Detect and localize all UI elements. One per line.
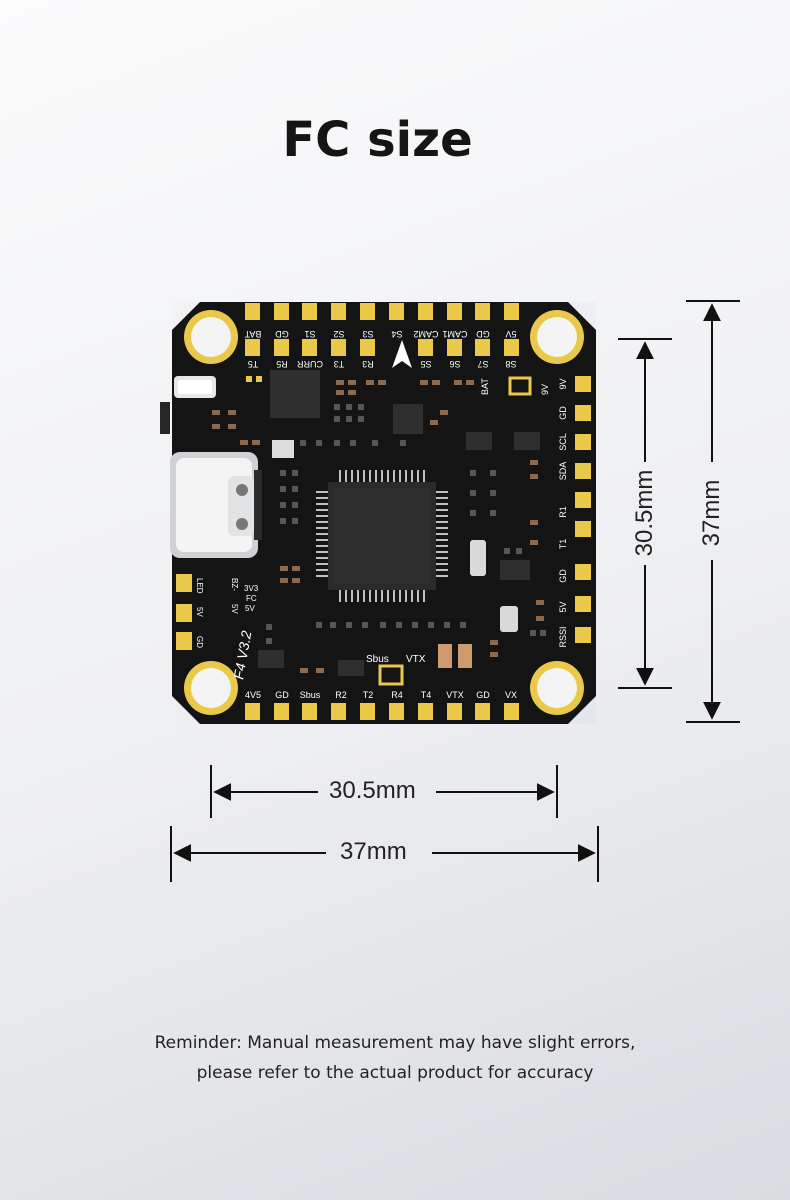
mcu-chip xyxy=(328,482,436,590)
passives-grey xyxy=(266,404,546,644)
svg-text:5V: 5V xyxy=(245,604,255,613)
mounting-hole-tl xyxy=(184,310,238,364)
svg-text:5V: 5V xyxy=(230,604,239,614)
svg-text:5V: 5V xyxy=(195,607,204,617)
svg-text:BZ-: BZ- xyxy=(230,578,239,591)
svg-text:S6: S6 xyxy=(449,359,460,369)
reminder-line-2: please refer to the actual product for a… xyxy=(196,1063,594,1083)
left-pads xyxy=(176,574,192,650)
bottom-labels: 4V5 GD Sbus R2 T2 R4 T4 VTX GD VX xyxy=(245,690,517,700)
dimension-outer-horizontal: 37mm xyxy=(340,838,407,865)
svg-text:Sbus: Sbus xyxy=(366,654,389,665)
svg-text:LED: LED xyxy=(195,578,204,594)
svg-text:S4: S4 xyxy=(391,329,402,339)
arrow-icon xyxy=(392,340,412,368)
svg-text:Sbus: Sbus xyxy=(300,690,321,700)
svg-text:VTX: VTX xyxy=(406,654,426,665)
right-pads xyxy=(575,376,591,643)
svg-text:CAM1: CAM1 xyxy=(442,329,467,339)
chip xyxy=(258,650,284,668)
svg-text:GD: GD xyxy=(195,636,204,648)
mounting-hole-br xyxy=(530,661,584,715)
svg-text:GD: GD xyxy=(275,329,289,339)
chip xyxy=(393,404,423,434)
svg-text:CAM2: CAM2 xyxy=(413,329,438,339)
svg-text:R1: R1 xyxy=(558,506,568,518)
chip xyxy=(500,560,530,580)
misc-labels: BAT 9V Sbus VTX xyxy=(366,378,550,665)
chip xyxy=(514,432,540,450)
svg-text:CURR: CURR xyxy=(297,359,323,369)
svg-text:5V: 5V xyxy=(558,601,568,612)
svg-text:T5: T5 xyxy=(248,359,259,369)
svg-text:GD: GD xyxy=(476,329,490,339)
svg-text:R5: R5 xyxy=(276,359,288,369)
passives xyxy=(212,380,544,673)
svg-text:R4: R4 xyxy=(391,690,403,700)
chip xyxy=(338,660,364,676)
right-labels: 9V GD SCL SDA R1 T1 GD 5V RSSI xyxy=(558,378,568,647)
svg-text:SDA: SDA xyxy=(558,462,568,481)
boot-button xyxy=(160,402,170,434)
svg-text:SCL: SCL xyxy=(558,433,568,451)
svg-text:GD: GD xyxy=(558,569,568,583)
svg-text:4V5: 4V5 xyxy=(245,690,261,700)
svg-text:S2: S2 xyxy=(333,329,344,339)
svg-text:GD: GD xyxy=(275,690,289,700)
chip xyxy=(466,432,492,450)
usb-c-connector xyxy=(170,452,262,558)
svg-text:9V: 9V xyxy=(540,384,550,395)
reminder-line-1: Reminder: Manual measurement may have sl… xyxy=(154,1033,636,1053)
svg-text:BAT: BAT xyxy=(480,378,490,395)
svg-text:FC: FC xyxy=(246,594,257,603)
dimension-inner-horizontal: 30.5mm xyxy=(329,777,416,804)
dimension-inner-vertical: 30.5mm xyxy=(631,469,658,557)
svg-text:R2: R2 xyxy=(335,690,347,700)
svg-text:5V: 5V xyxy=(505,329,516,339)
svg-text:S8: S8 xyxy=(505,359,516,369)
svg-text:T4: T4 xyxy=(421,690,432,700)
svg-text:GD: GD xyxy=(476,690,490,700)
svg-text:S7: S7 xyxy=(477,359,488,369)
svg-text:S1: S1 xyxy=(304,329,315,339)
svg-text:VTX: VTX xyxy=(446,690,464,700)
svg-text:T2: T2 xyxy=(363,690,374,700)
mounting-hole-tr xyxy=(530,310,584,364)
chip xyxy=(270,370,320,418)
svg-text:VX: VX xyxy=(505,690,517,700)
svg-text:BAT: BAT xyxy=(244,329,261,339)
svg-text:T1: T1 xyxy=(558,539,568,550)
svg-text:GD: GD xyxy=(558,406,568,420)
top-labels-inner: T5 R5 CURR T3 R3 S5 S6 S7 S8 xyxy=(248,359,517,369)
svg-text:RSSI: RSSI xyxy=(558,626,568,647)
svg-text:S3: S3 xyxy=(362,329,373,339)
svg-text:9V: 9V xyxy=(558,378,568,389)
bottom-pads xyxy=(245,703,519,720)
svg-text:T3: T3 xyxy=(334,359,345,369)
svg-text:R3: R3 xyxy=(362,359,374,369)
dimension-outer-vertical: 37mm xyxy=(698,479,725,547)
svg-text:S5: S5 xyxy=(420,359,431,369)
left-labels: LED 5V GD BZ- 5V 3V3 FC 5V xyxy=(195,578,259,648)
top-pads xyxy=(245,303,519,356)
svg-text:3V3: 3V3 xyxy=(244,584,259,593)
top-labels-outer: BAT GD S1 S2 S3 S4 CAM2 CAM1 GD 5V xyxy=(244,329,516,339)
page-title: FC size xyxy=(282,112,473,168)
mounting-hole-bl xyxy=(184,661,238,715)
